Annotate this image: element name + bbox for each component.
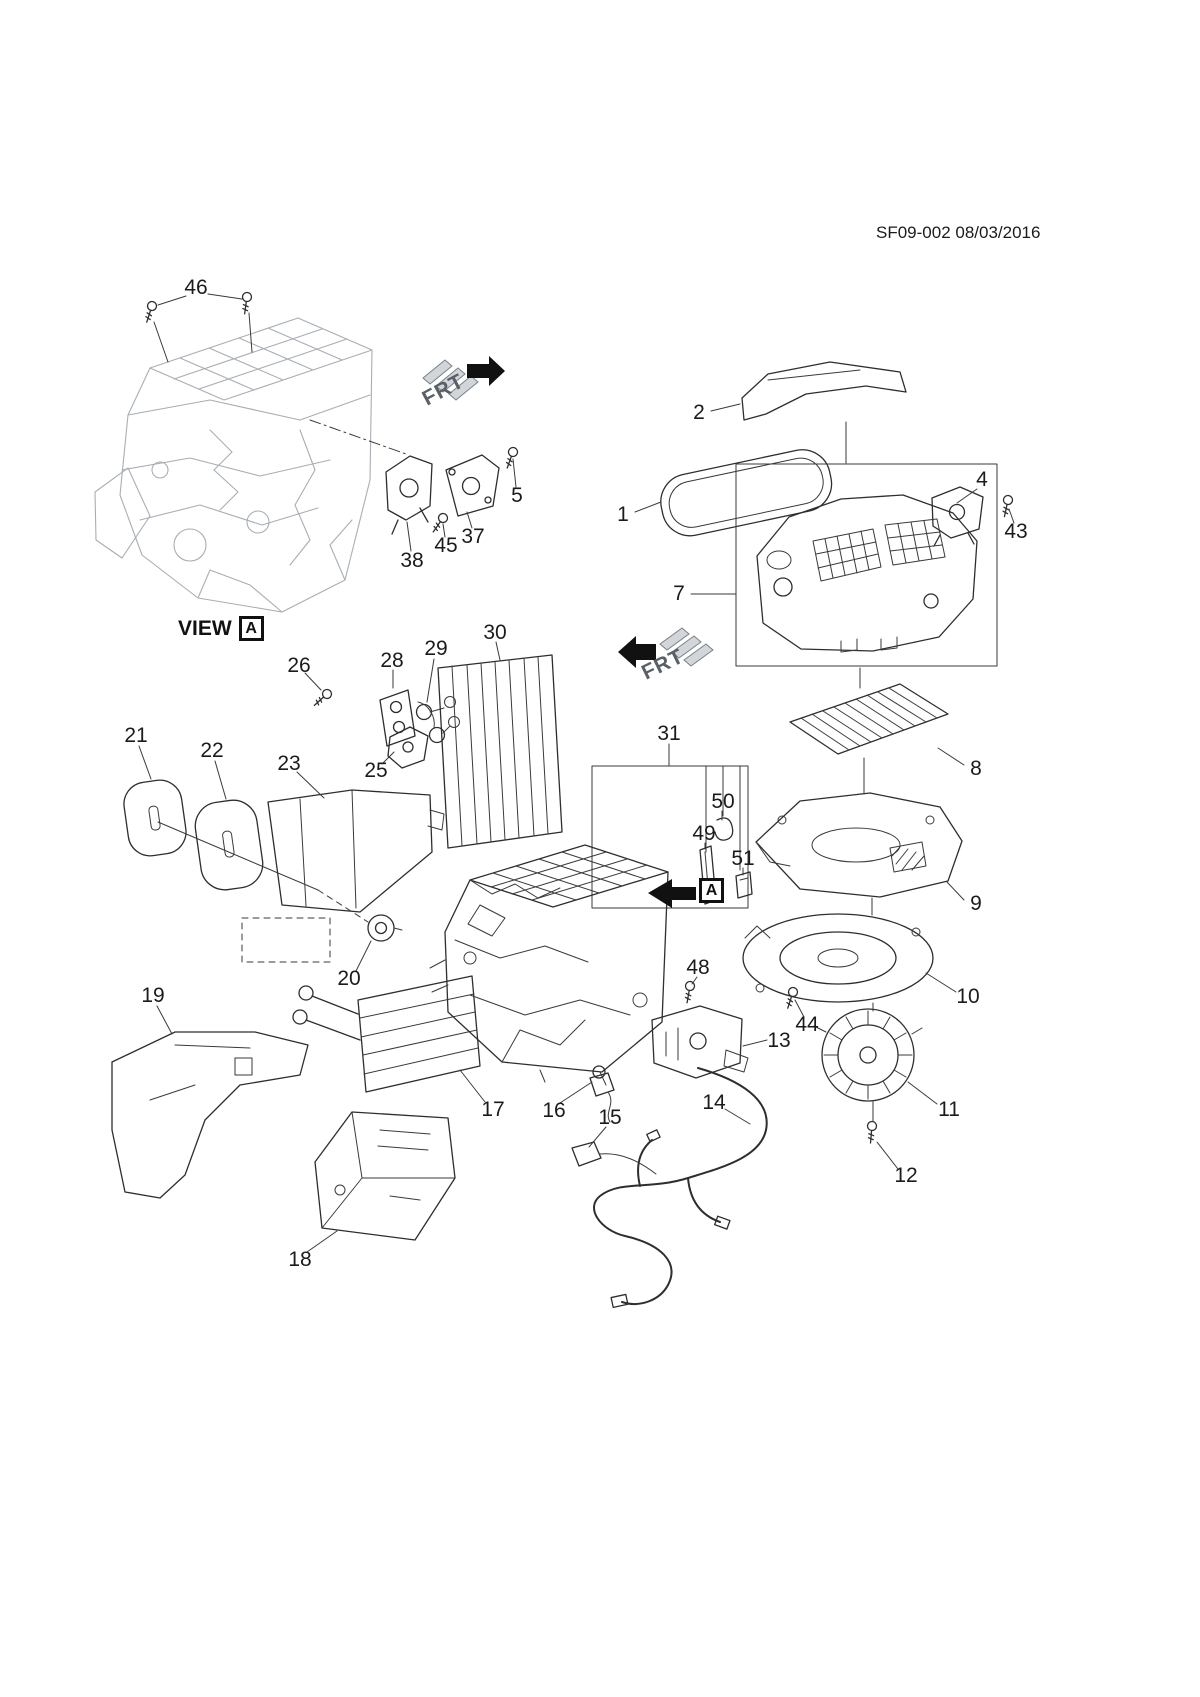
part-19-air-duct-bracket <box>111 1031 309 1199</box>
part-15-connector <box>571 1141 657 1175</box>
part-9-air-inlet-housing <box>755 792 963 898</box>
callout-50: 50 <box>711 790 735 813</box>
part-16-temperature-sensor <box>589 1065 615 1123</box>
part-45-screw <box>428 511 450 536</box>
callout-38: 38 <box>400 549 424 572</box>
callout-30: 30 <box>483 621 507 644</box>
part-38-actuator-bracket <box>385 455 433 535</box>
callout-leader-lines <box>138 293 1015 1253</box>
callout-29: 29 <box>424 637 448 660</box>
callout-14: 14 <box>702 1091 726 1114</box>
callout-1: 1 <box>617 503 629 526</box>
part-7-upper-case-assembly <box>735 463 998 667</box>
callout-22: 22 <box>200 739 224 762</box>
callout-20: 20 <box>337 967 361 990</box>
part-23-insulator-panel <box>267 789 445 913</box>
callout-2: 2 <box>693 401 705 424</box>
part-46-screws <box>141 291 253 363</box>
callout-16: 16 <box>542 1099 566 1122</box>
alignment-axis-line <box>157 821 319 891</box>
document-id: SF09-002 08/03/2016 <box>876 223 1041 242</box>
callout-51: 51 <box>731 847 755 870</box>
callout-9: 9 <box>970 892 982 915</box>
part-26-screw <box>310 686 335 710</box>
view-label-text: VIEW <box>178 616 232 640</box>
part-30-evaporator-core <box>437 654 563 849</box>
part-12-screw <box>865 1120 878 1144</box>
part-28-expansion-valve <box>379 689 416 747</box>
callout-45: 45 <box>434 534 458 557</box>
part-4-mode-actuator <box>931 486 984 547</box>
view-a-box: A <box>238 616 264 641</box>
hidden-part-outline <box>241 917 331 963</box>
callout-44: 44 <box>795 1013 819 1036</box>
frt-arrow-icon <box>618 636 656 668</box>
part-18-lower-case <box>314 1111 456 1241</box>
alignment-axis-line-hidden <box>317 889 369 923</box>
callout-10: 10 <box>956 985 980 1008</box>
callout-31: 31 <box>657 722 681 745</box>
part-10-blower-scroll-housing <box>742 913 934 1003</box>
part-13-blower-control-module <box>651 1005 749 1079</box>
callout-4: 4 <box>976 468 988 491</box>
part-21-seal-pad <box>123 779 187 857</box>
callout-19: 19 <box>141 984 165 1007</box>
detail-a-arrow-icon <box>648 879 696 908</box>
part-17-heater-core <box>292 975 481 1093</box>
callout-26: 26 <box>287 654 311 677</box>
view-a-caption: VIEW A <box>178 616 264 641</box>
part-11-blower-motor-wheel <box>813 1008 923 1102</box>
ghost-assembly-view-a <box>94 317 407 613</box>
part-1-case-seal <box>660 449 833 537</box>
callout-49: 49 <box>692 822 716 845</box>
part-51-bracket <box>735 871 753 899</box>
part-5-screw <box>502 445 520 471</box>
callout-25: 25 <box>364 759 388 782</box>
callout-15: 15 <box>598 1106 622 1129</box>
callout-18: 18 <box>288 1248 312 1271</box>
part-48-screw <box>681 980 696 1005</box>
part-14-wiring-harness <box>593 1067 768 1308</box>
main-hvac-case <box>429 844 669 1086</box>
callout-7: 7 <box>673 582 685 605</box>
callout-17: 17 <box>481 1098 505 1121</box>
frt-direction-marker-1: FRT <box>419 356 505 410</box>
callout-13: 13 <box>767 1029 791 1052</box>
part-50-clip <box>714 817 734 841</box>
part-2-foam-seal <box>741 361 907 421</box>
callout-37: 37 <box>461 525 485 548</box>
part-22-seal-pad <box>194 799 264 891</box>
detail-a-marker: A <box>699 878 724 903</box>
callout-48: 48 <box>686 956 710 979</box>
callout-11: 11 <box>938 1098 960 1121</box>
frt-arrow-icon <box>467 356 505 386</box>
callout-12: 12 <box>894 1164 918 1187</box>
callout-8: 8 <box>970 757 982 780</box>
part-8-cabin-air-filter <box>789 683 949 755</box>
callout-5: 5 <box>511 484 523 507</box>
callout-23: 23 <box>277 752 301 775</box>
part-29-evaporator-tubes <box>415 701 451 744</box>
part-20-grommet <box>367 914 403 942</box>
callout-46: 46 <box>184 276 208 299</box>
explosion-axis-lines <box>845 421 874 1122</box>
callout-21: 21 <box>124 724 148 747</box>
part-25-tube-bracket <box>387 726 429 769</box>
frt-direction-marker-2: FRT <box>618 627 714 684</box>
callout-43: 43 <box>1004 520 1028 543</box>
callout-28: 28 <box>380 649 404 672</box>
part-37-actuator <box>445 454 500 517</box>
